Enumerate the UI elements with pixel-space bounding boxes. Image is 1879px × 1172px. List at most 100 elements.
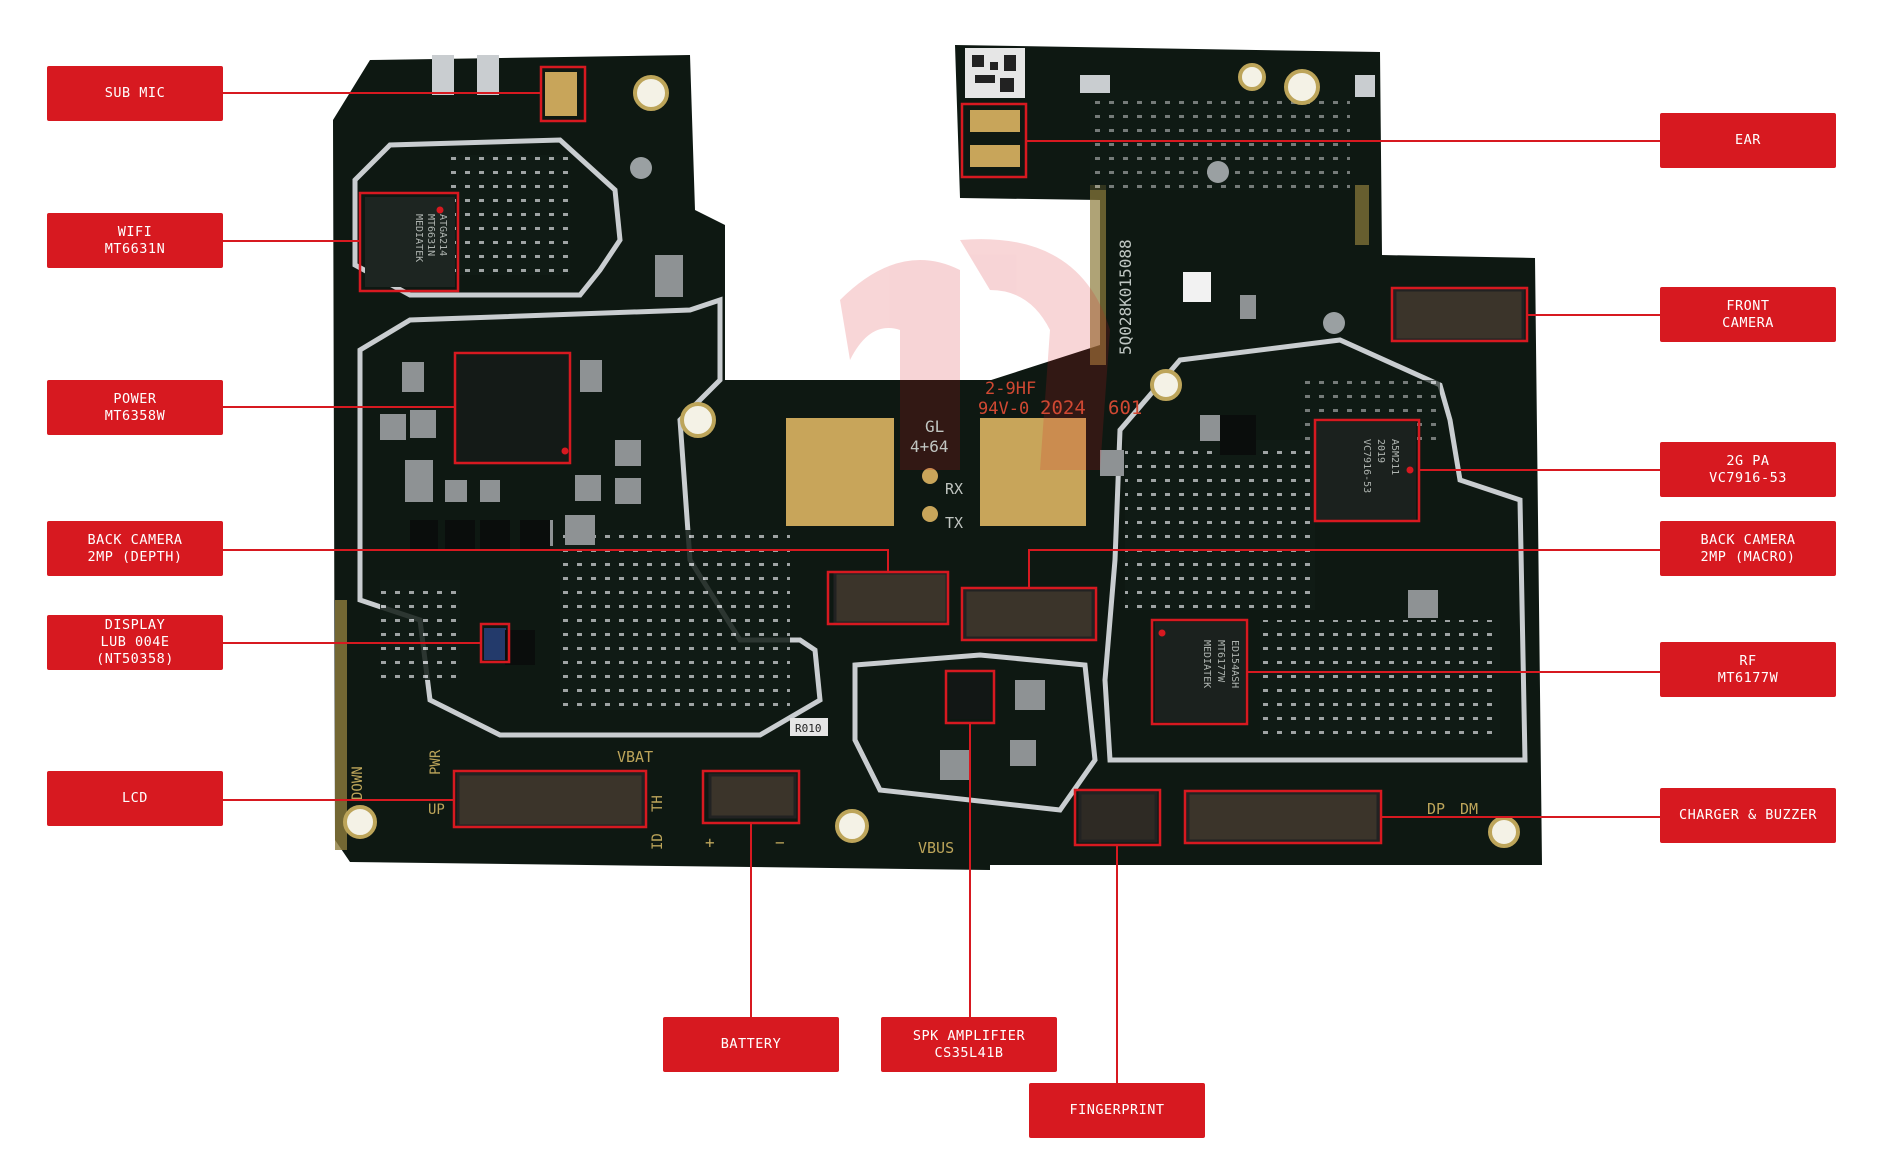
power-chip [455,355,570,465]
label-lcd-text: LCD [122,790,148,806]
board-r010: R010 [795,722,822,735]
mount-hole [835,809,869,843]
antenna-pad [1207,161,1229,183]
board-gl-ver: 4+64 [910,437,949,456]
mount-hole [633,75,669,111]
board-year: 2024 [1040,397,1086,419]
board-rx: RX [945,480,963,498]
spk-amplifier-chip [950,673,990,719]
label-wifi: WIFI MT6631N [47,213,223,268]
wifi-chip-marking: MT6631N [425,214,436,256]
shield-outline [852,652,1098,813]
label-display-line1: DISPLAY [104,617,166,633]
board-fab-1: 2-9HF [985,379,1036,399]
antenna-pad [630,157,652,179]
ear-pad [970,110,1020,132]
label-back-camera-depth-line2: 2MP (DEPTH) [87,548,183,565]
label-ear-text: EAR [1735,132,1761,148]
shield-outline [1102,337,1528,763]
label-rf: RF MT6177W [1660,642,1836,697]
rf-chip-marking: ED154ASH [1229,640,1240,688]
label-power-line2: MT6358W [104,407,166,424]
board-up: UP [428,802,445,818]
rf-chip [1155,622,1245,722]
board-serial: 5Q028K015088 [1116,239,1135,355]
board-minus: − [775,833,785,852]
board-dm: DM [1460,800,1478,818]
ear-pad [970,145,1020,167]
display-chip [484,628,506,660]
pa-chip-marking: A5M211 [1389,439,1400,475]
label-display-line2: LUB 004E [100,634,170,650]
board-dp: DP [1427,800,1445,818]
label-fingerprint: FINGERPRINT [1029,1083,1205,1138]
led [1183,272,1211,302]
board-fab-2: 94V-0 [978,399,1029,419]
label-2g-pa-line1: 2G PA [1726,452,1770,469]
ear-pad [1355,75,1375,97]
via-field [1125,440,1315,610]
wifi-chip-marking: MEDIATEK [413,214,424,262]
gold-strip [1090,185,1106,365]
wifi-chip-marking: ATGA214 [437,214,448,256]
label-back-camera-macro-line1: BACK CAMERA [1700,531,1796,548]
label-charger-buzzer-text: CHARGER & BUZZER [1678,807,1818,823]
mount-hole [1150,369,1182,401]
antenna-pad [1323,312,1345,334]
board-gl: GL [925,417,944,436]
fingerprint-connector [1078,791,1158,843]
charger-connector [1186,791,1380,843]
label-front-camera-line2: CAMERA [1722,314,1774,331]
label-sub-mic: SUB MIC [47,66,223,121]
board-plus: + [705,833,715,852]
rf-chip-marking: MEDIATEK [1201,640,1212,688]
mount-hole [1488,816,1520,848]
label-wifi-line2: MT6631N [104,240,166,257]
label-back-camera-depth: BACK CAMERA 2MP (DEPTH) [47,521,223,576]
label-spk-amplifier-line2: CS35L41B [934,1044,1004,1061]
label-spk-amplifier: SPK AMPLIFIER CS35L41B [881,1017,1057,1072]
label-display: DISPLAY LUB 004E (NT50358) [47,615,223,670]
label-rf-line1: RF [1739,652,1757,669]
board-th: TH [650,795,666,812]
label-back-camera-depth-line1: BACK CAMERA [87,531,183,548]
lcd-connector [456,772,645,828]
ear-pad [1080,75,1110,93]
gold-strip [335,600,347,850]
label-spk-amplifier-line1: SPK AMPLIFIER [912,1027,1026,1044]
chip-markings: MEDIATEK MT6631N ATGA214 VC7916-53 2019 … [413,214,1400,688]
front-camera-connector [1393,288,1525,342]
label-battery: BATTERY [663,1017,839,1072]
label-2g-pa: 2G PA VC7916-53 [1660,442,1836,497]
pa-chip-marking: VC7916-53 [1361,439,1372,493]
via-field [560,530,790,710]
mount-hole [1284,69,1320,105]
mic-pad [477,55,499,95]
label-wifi-line1: WIFI [117,223,153,240]
sub-mic [545,72,577,116]
mount-hole [680,402,716,438]
label-lcd: LCD [47,771,223,826]
label-fingerprint-text: FINGERPRINT [1069,1102,1165,1118]
label-back-camera-macro-line2: 2MP (MACRO) [1700,548,1796,565]
gold-strip [1355,185,1369,245]
leader-line-back-camera-macro [1028,549,1660,588]
label-power: POWER MT6358W [47,380,223,435]
leader-line-back-camera-depth [222,549,889,572]
label-front-camera: FRONT CAMERA [1660,287,1836,342]
label-ear: EAR [1660,113,1836,168]
label-display-line3: (NT50358) [96,651,174,667]
back-camera-macro-connector [963,588,1095,640]
pa-chip [1316,422,1416,520]
gold-pad [980,418,1086,526]
label-power-line1: POWER [113,390,157,407]
leader-lines [222,92,1660,1085]
mic-pad [432,55,454,95]
board-tx: TX [945,514,963,532]
gold-pad [786,418,894,526]
mount-hole [1238,63,1266,91]
via-field [1260,620,1500,740]
pa-chip-marking: 2019 [1375,439,1386,463]
